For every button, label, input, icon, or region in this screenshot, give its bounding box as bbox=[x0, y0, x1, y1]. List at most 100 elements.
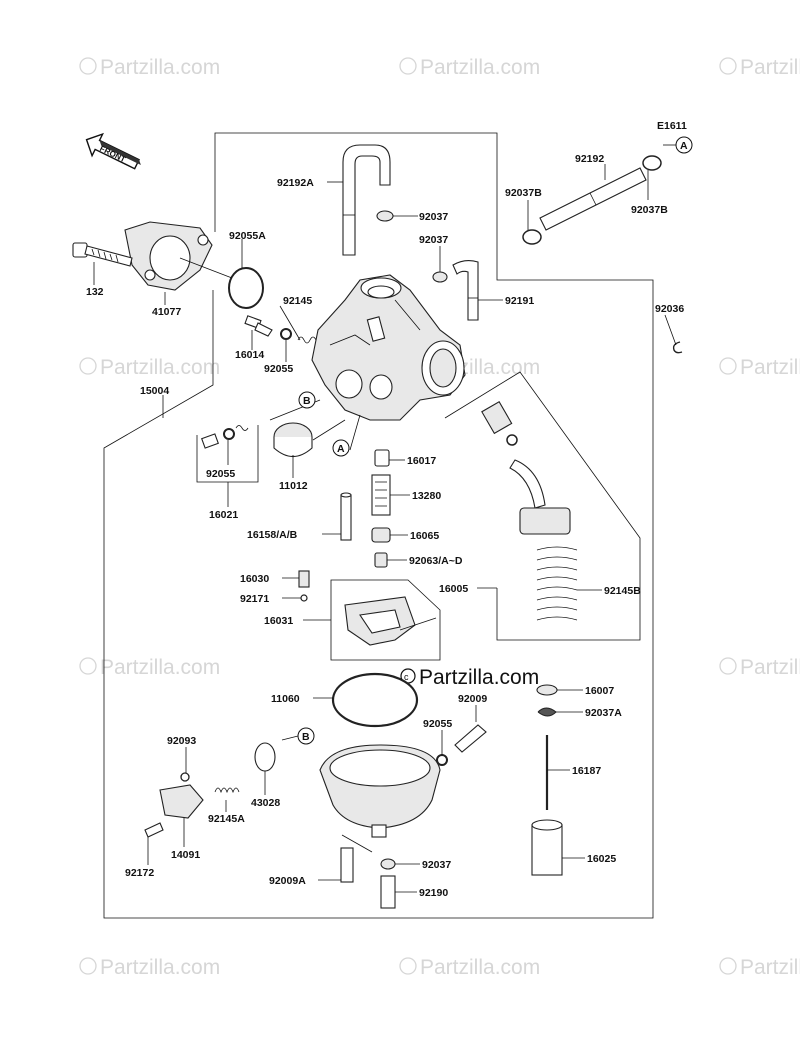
part-16158-needle-jet bbox=[340, 492, 352, 541]
label-92037-bottom: 92037 bbox=[422, 859, 451, 871]
watermark-10: Partzilla.com bbox=[399, 956, 540, 979]
part-14091-cover bbox=[159, 784, 204, 819]
label-11012: 11012 bbox=[279, 480, 308, 492]
watermark-2: Partzilla.com bbox=[399, 56, 540, 79]
part-16021-assembly bbox=[201, 425, 249, 449]
label-16030: 16030 bbox=[240, 573, 269, 585]
part-92191-tube bbox=[452, 259, 479, 321]
label-92145b: 92145B bbox=[604, 585, 641, 597]
part-carburetor-body bbox=[311, 274, 466, 421]
svg-text:B: B bbox=[303, 395, 311, 407]
label-16014: 16014 bbox=[235, 349, 264, 361]
part-92055a-oring bbox=[228, 267, 264, 309]
svg-text:Partzilla.com: Partzilla.com bbox=[419, 666, 539, 689]
ref-circle-b-mid: B bbox=[298, 391, 316, 409]
label-92172: 92172 bbox=[125, 867, 154, 879]
watermark-8: Partzilla.com bbox=[719, 656, 800, 679]
svg-text:Partzilla.com: Partzilla.com bbox=[100, 56, 220, 79]
part-92172-screw bbox=[144, 822, 164, 838]
watermark-9: Partzilla.com bbox=[79, 956, 220, 979]
label-92093: 92093 bbox=[167, 735, 196, 747]
svg-text:Partzilla.com: Partzilla.com bbox=[100, 956, 220, 979]
watermark-4: Partzilla.com bbox=[79, 356, 220, 379]
label-92055a: 92055A bbox=[229, 230, 266, 242]
label-92037-top: 92037 bbox=[419, 211, 448, 223]
svg-text:A: A bbox=[337, 443, 345, 455]
part-92037b-clip-left bbox=[522, 229, 542, 245]
part-16007 bbox=[536, 684, 558, 696]
watermark-1: Partzilla.com bbox=[79, 56, 220, 79]
label-92055-c: 92055 bbox=[423, 718, 452, 730]
part-92009a-screw bbox=[340, 847, 354, 883]
svg-text:A: A bbox=[680, 140, 688, 152]
part-16025-valve bbox=[531, 819, 563, 876]
label-92190: 92190 bbox=[419, 887, 448, 899]
part-16030 bbox=[298, 570, 310, 588]
ref-circle-a-top: A bbox=[675, 136, 693, 154]
part-92036-clip bbox=[672, 341, 683, 354]
label-16017: 16017 bbox=[407, 455, 436, 467]
ref-circle-b-low: B bbox=[297, 727, 315, 745]
label-41077: 41077 bbox=[152, 306, 181, 318]
label-92171: 92171 bbox=[240, 593, 269, 605]
label-92009a: 92009A bbox=[269, 875, 306, 887]
label-15004: 15004 bbox=[140, 385, 169, 397]
label-92063: 92063/A~D bbox=[409, 555, 463, 567]
svg-text:Partzilla.com: Partzilla.com bbox=[100, 656, 220, 679]
part-92190-tube bbox=[380, 875, 396, 909]
part-92192a-tube bbox=[342, 144, 391, 256]
diagram-code: E1611 bbox=[657, 120, 687, 132]
part-92055-oring-c bbox=[436, 754, 448, 766]
frame-outline bbox=[103, 132, 654, 919]
part-float-bowl bbox=[319, 744, 441, 838]
part-13280-tube bbox=[371, 474, 391, 516]
svg-text:Partzilla.com: Partzilla.com bbox=[420, 956, 540, 979]
label-92192: 92192 bbox=[575, 153, 604, 165]
part-92171 bbox=[300, 594, 308, 602]
label-92037a: 92037A bbox=[585, 707, 622, 719]
part-16065 bbox=[371, 527, 391, 543]
watermark-7: Partzilla.com bbox=[79, 656, 220, 679]
part-11060-gasket bbox=[331, 672, 419, 728]
label-92037b-right: 92037B bbox=[631, 204, 668, 216]
label-92009: 92009 bbox=[458, 693, 487, 705]
label-11060: 11060 bbox=[271, 693, 300, 705]
label-16031: 16031 bbox=[264, 615, 293, 627]
label-92145a: 92145A bbox=[208, 813, 245, 825]
watermark-11: Partzilla.com bbox=[719, 956, 800, 979]
part-132-bolt bbox=[72, 242, 133, 267]
part-92037-clip-bottom bbox=[380, 858, 396, 870]
part-92009-screw bbox=[454, 724, 487, 753]
part-labels: 92192A 92037 92037 92055A 92191 92145 13… bbox=[86, 153, 684, 899]
part-11012-cap bbox=[273, 422, 313, 458]
part-92037b-clip-right bbox=[642, 155, 662, 171]
ref-circle-a-mid: A bbox=[332, 439, 350, 457]
part-16017-jet bbox=[374, 449, 390, 467]
label-13280: 13280 bbox=[412, 490, 441, 502]
watermark-3: Partzilla.com bbox=[719, 56, 800, 79]
svg-text:Partzilla.com: Partzilla.com bbox=[420, 56, 540, 79]
svg-text:Partzilla.com: Partzilla.com bbox=[740, 656, 800, 679]
label-43028: 43028 bbox=[251, 797, 280, 809]
label-16021: 16021 bbox=[209, 509, 238, 521]
svg-text:c: c bbox=[404, 672, 409, 682]
subassembly-16005-parts bbox=[481, 400, 578, 621]
label-92145: 92145 bbox=[283, 295, 312, 307]
label-92055-b: 92055 bbox=[206, 468, 235, 480]
svg-text:Partzilla.com: Partzilla.com bbox=[100, 356, 220, 379]
svg-text:Partzilla.com: Partzilla.com bbox=[740, 956, 800, 979]
part-92037-clip-top bbox=[376, 210, 394, 222]
part-92037-clip-mid bbox=[432, 271, 448, 283]
svg-text:B: B bbox=[302, 731, 310, 743]
subassembly-16005-outline bbox=[444, 371, 641, 641]
label-16005: 16005 bbox=[439, 583, 468, 595]
front-arrow: FRONT bbox=[85, 132, 141, 170]
part-92037a-clip bbox=[537, 707, 557, 717]
part-92055-oring-a bbox=[280, 328, 292, 340]
label-16158: 16158/A/B bbox=[247, 529, 298, 541]
svg-text:Partzilla.com: Partzilla.com bbox=[740, 356, 800, 379]
part-92145-spring bbox=[297, 336, 317, 344]
label-92055-a: 92055 bbox=[264, 363, 293, 375]
part-92145a-spring bbox=[214, 787, 240, 794]
